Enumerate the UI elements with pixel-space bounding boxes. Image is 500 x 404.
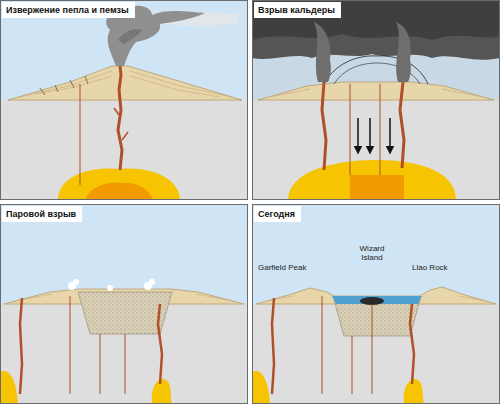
caldera-scene [252,0,500,200]
steam-scene [0,204,248,404]
panel-title: Сегодня [254,206,301,222]
scene-panel: Сегодня [252,204,500,404]
today-scene [252,204,500,404]
scene-panel: Паровой взрыв [0,204,248,404]
panel-title: Извержение пепла и пемзы [2,2,135,18]
panel-title: Паровой взрыв [2,206,82,222]
feature-label: Llao Rock [412,263,462,272]
feature-label: Garfield Peak [258,263,318,272]
scene-panel: Взрыв кальдеры [252,0,500,200]
scene-panel: Извержение пепла и пемзы [0,0,248,200]
eruption-scene [0,0,248,200]
feature-label: Wizard Island [352,244,392,262]
panel-title: Взрыв кальдеры [254,2,341,18]
